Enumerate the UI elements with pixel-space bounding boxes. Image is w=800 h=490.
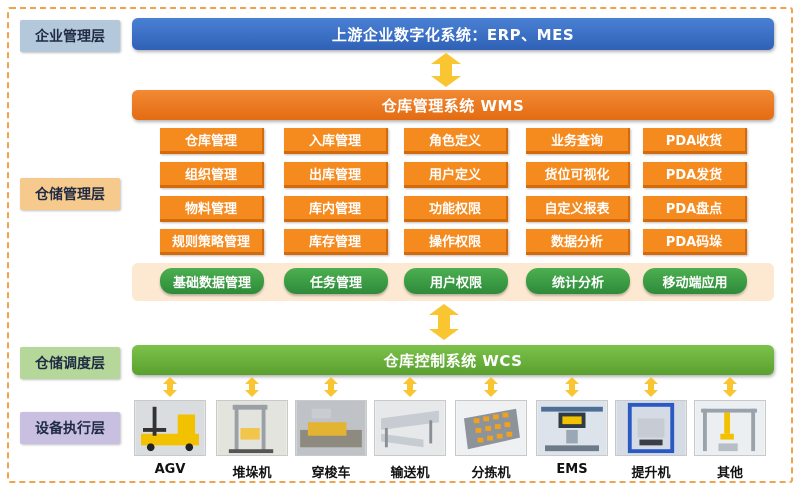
wms-module-button: PDA发货: [643, 162, 747, 188]
wms-module-button: 库存管理: [284, 229, 388, 255]
wms-module-button: 业务查询: [526, 128, 630, 154]
double-arrow-icon: [429, 304, 459, 340]
wms-module-button: 库内管理: [284, 196, 388, 222]
wms-module-button: 自定义报表: [526, 196, 630, 222]
wms-module-button: 操作权限: [404, 229, 508, 255]
wms-module-button: 出库管理: [284, 162, 388, 188]
small-double-arrow-icon: [644, 377, 658, 397]
lift-image: [615, 400, 687, 456]
small-double-arrow-icon: [484, 377, 498, 397]
layer-label-storage-management: 仓储管理层: [20, 178, 120, 210]
base-module-pill: 移动端应用: [643, 268, 747, 294]
wms-module-button: 角色定义: [404, 128, 508, 154]
device-caption: AGV: [154, 462, 186, 477]
device-caption: 其他: [716, 466, 743, 481]
base-module-pill: 任务管理: [284, 268, 388, 294]
shuttle-car-image: [295, 400, 367, 456]
double-arrow-icon: [431, 53, 461, 87]
sorter-image: [455, 400, 527, 456]
device-caption: EMS: [556, 462, 588, 477]
device-caption: 堆垛机: [232, 466, 272, 481]
layer-label-storage-dispatch: 仓储调度层: [20, 347, 120, 379]
stacker-crane-image: [216, 400, 288, 456]
small-double-arrow-icon: [723, 377, 737, 397]
small-double-arrow-icon: [163, 377, 177, 397]
wms-module-button: 仓库管理: [160, 128, 264, 154]
base-module-pill: 基础数据管理: [160, 268, 264, 294]
wms-module-button: 规则策略管理: [160, 229, 264, 255]
agv-image: [134, 400, 206, 456]
ems-image: [536, 400, 608, 456]
small-double-arrow-icon: [403, 377, 417, 397]
device-caption: 分拣机: [471, 466, 511, 481]
other-equipment-image: [694, 400, 766, 456]
outer-dashed-frame: [7, 7, 793, 483]
small-double-arrow-icon: [324, 377, 338, 397]
upstream-system-banner: 上游企业数字化系统：ERP、MES: [132, 18, 774, 50]
device-caption: 穿梭车: [311, 466, 351, 481]
small-double-arrow-icon: [565, 377, 579, 397]
layer-label-equipment: 设备执行层: [20, 412, 120, 444]
wms-module-button: PDA盘点: [643, 196, 747, 222]
device-caption: 提升机: [631, 466, 671, 481]
wcs-banner: 仓库控制系统 WCS: [132, 345, 774, 375]
wms-module-button: 数据分析: [526, 229, 630, 255]
layer-label-enterprise: 企业管理层: [20, 20, 120, 52]
base-module-pill: 统计分析: [526, 268, 630, 294]
base-module-pill: 用户权限: [404, 268, 508, 294]
wms-module-button: PDA码垛: [643, 229, 747, 255]
conveyor-image: [374, 400, 446, 456]
wms-module-button: 物料管理: [160, 196, 264, 222]
wms-module-button: 功能权限: [404, 196, 508, 222]
wms-module-button: 用户定义: [404, 162, 508, 188]
small-double-arrow-icon: [245, 377, 259, 397]
wms-module-button: 货位可视化: [526, 162, 630, 188]
wms-module-button: 入库管理: [284, 128, 388, 154]
device-caption: 输送机: [390, 466, 430, 481]
wms-module-button: PDA收货: [643, 128, 747, 154]
wms-banner: 仓库管理系统 WMS: [132, 90, 774, 120]
wms-module-button: 组织管理: [160, 162, 264, 188]
